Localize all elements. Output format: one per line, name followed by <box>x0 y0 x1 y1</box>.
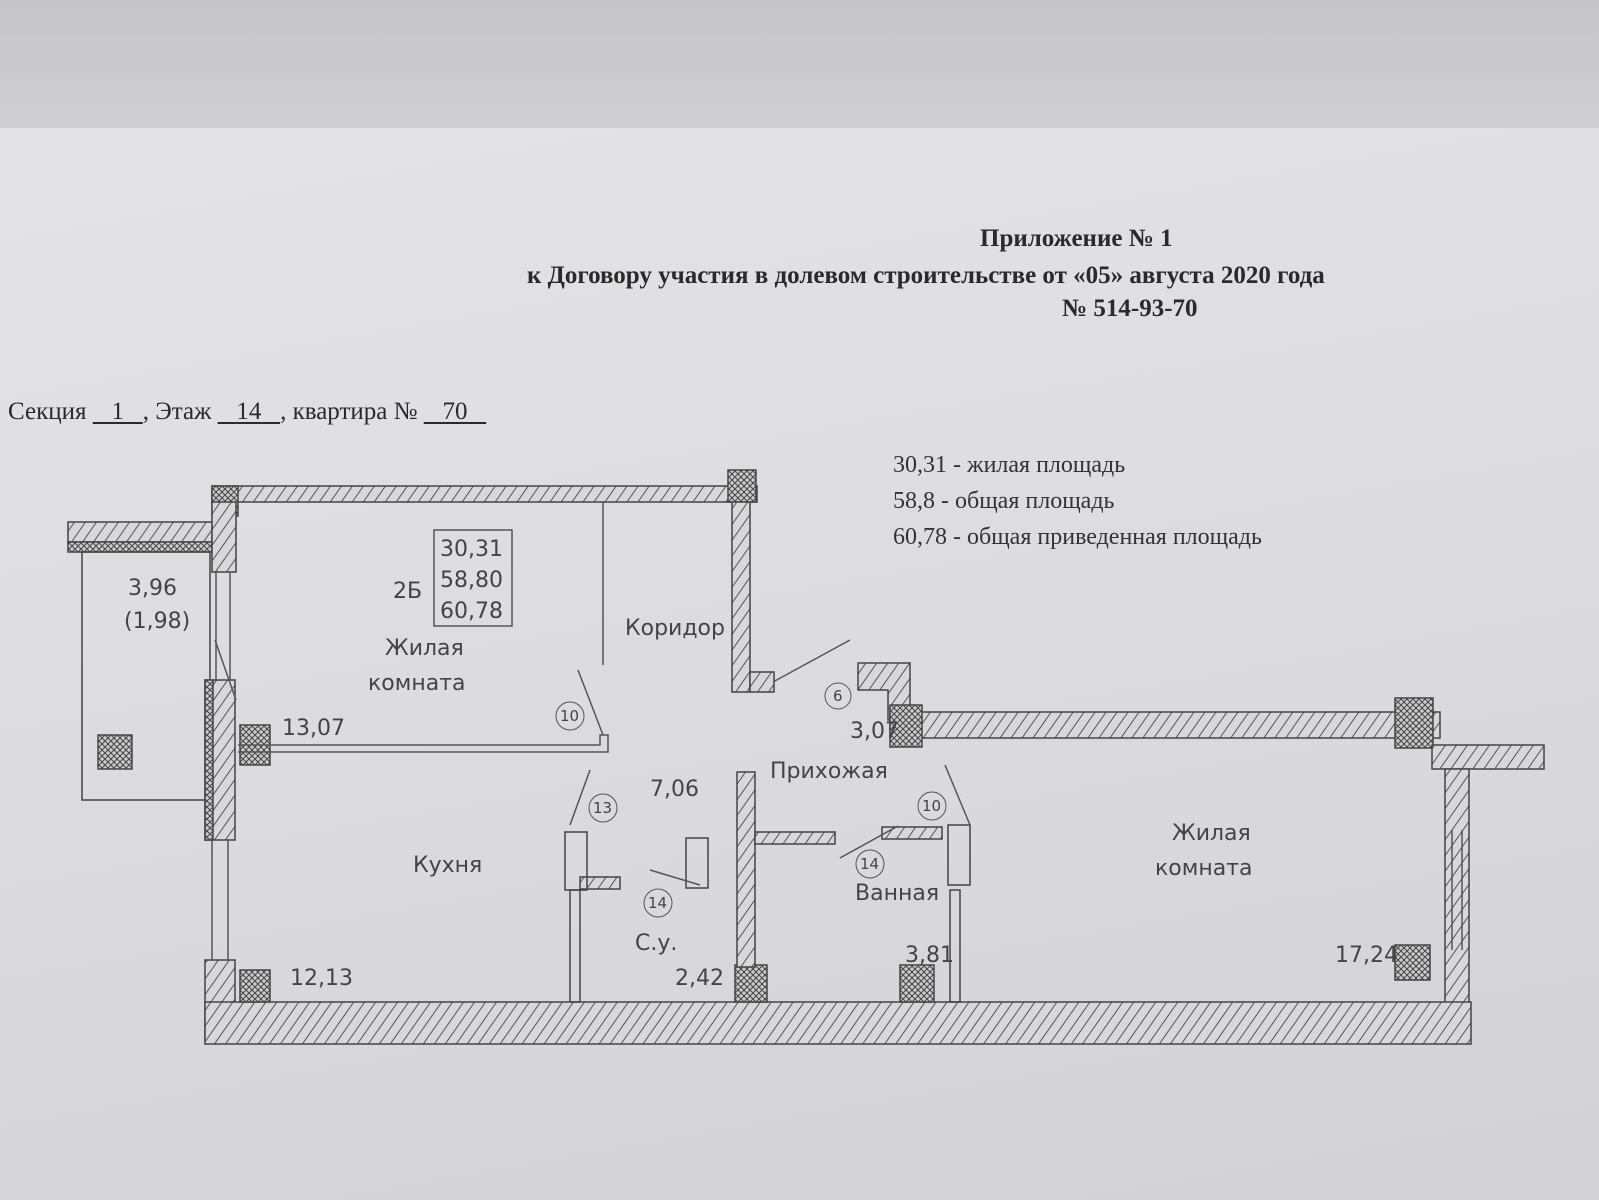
corridor-area: 7,06 <box>650 777 699 802</box>
apartment-label: , квартира № <box>280 398 418 425</box>
legend-reduced-area: 60,78 - общая приведенная площадь <box>893 524 1262 550</box>
room2-name1: Жилая <box>1172 821 1251 846</box>
room2-name2: комната <box>1155 856 1253 881</box>
contract-line: к Договору участия в долевом строительст… <box>527 262 1325 289</box>
kitchen-area: 12,13 <box>290 966 353 991</box>
apartment-line: Секция 1 , Этаж 14 , квартира № 70 <box>8 398 486 426</box>
balcony-reduced-area: (1,98) <box>124 609 190 634</box>
kitchen-name: Кухня <box>413 853 482 878</box>
hall-area: 3,07 <box>850 719 899 744</box>
walls <box>67 469 1545 1045</box>
plan-labels: 2Б 30,31 58,80 60,78 3,96 (1,98) Жилая к… <box>124 537 1398 991</box>
marker: 10 <box>560 707 579 725</box>
partitions <box>211 502 1463 960</box>
section-label: Секция <box>8 398 87 425</box>
box-living-area: 30,31 <box>440 537 503 562</box>
room1-name2: комната <box>368 671 466 696</box>
wc-name: С.у. <box>635 931 677 956</box>
bath-area: 3,81 <box>905 943 954 968</box>
legend-total-area: 58,8 - общая площадь <box>893 488 1115 514</box>
contract-number: № 514-93-70 <box>1062 295 1198 322</box>
marker: 10 <box>922 797 941 815</box>
floor-value: 14 <box>236 398 262 425</box>
bath-name: Ванная <box>855 881 939 906</box>
floor-label: , Этаж <box>142 398 212 425</box>
balcony-area: 3,96 <box>128 576 177 601</box>
section-value: 1 <box>111 398 124 425</box>
markers: 10 13 6 10 14 14 <box>555 682 947 918</box>
marker: 14 <box>648 894 667 912</box>
legend-living-area: 30,31 - жилая площадь <box>893 452 1126 478</box>
appendix-title: Приложение № 1 <box>980 225 1173 252</box>
room1-name1: Жилая <box>385 636 464 661</box>
corridor-name: Коридор <box>625 616 725 641</box>
marker: 6 <box>833 687 843 705</box>
apartment-type: 2Б <box>393 579 422 604</box>
marker: 14 <box>860 855 879 873</box>
box-reduced-area: 60,78 <box>440 599 503 624</box>
hall-name: Прихожая <box>770 759 888 784</box>
box-total-area: 58,80 <box>440 568 503 593</box>
room2-area: 17,24 <box>1335 943 1398 968</box>
background-top <box>0 0 1599 128</box>
room1-area: 13,07 <box>282 716 345 741</box>
marker: 13 <box>593 799 612 817</box>
apartment-value: 70 <box>442 398 468 425</box>
wc-area: 2,42 <box>675 966 724 991</box>
